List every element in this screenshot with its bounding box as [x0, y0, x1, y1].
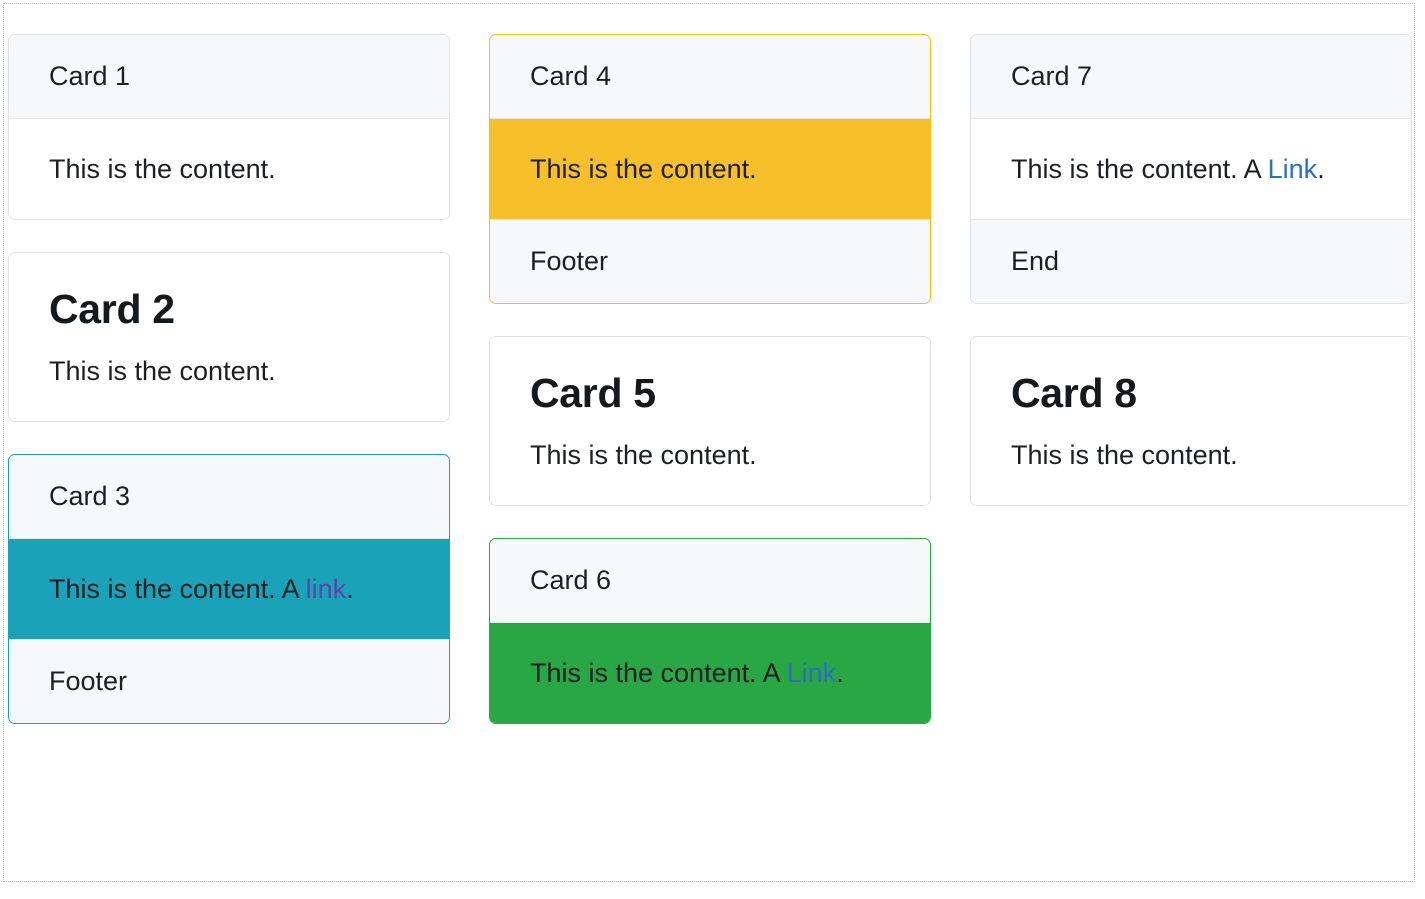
card-1-text: This is the content.	[49, 153, 409, 185]
card-7-footer: End	[971, 219, 1411, 304]
card-1-text-content: This is the content.	[49, 154, 276, 185]
card-6: Card 6 This is the content. A Link.	[489, 537, 931, 725]
card-8-text: This is the content.	[1011, 439, 1371, 471]
card-4-text: This is the content.	[530, 153, 890, 185]
card-5-title: Card 5	[530, 370, 656, 417]
card-4-body: This is the content.	[490, 119, 930, 220]
card-3-footer: Footer	[9, 639, 449, 724]
card-6-body: This is the content. A Link.	[490, 623, 930, 724]
card-5-text-content: This is the content.	[530, 439, 757, 470]
card-3-text: This is the content. A link.	[49, 573, 409, 605]
card-3-text-content: This is the content. A	[49, 573, 306, 604]
card-6-text-content: This is the content. A	[530, 658, 787, 689]
card-8-title: Card 8	[1011, 370, 1137, 417]
card-3-header: Card 3	[9, 454, 449, 539]
card-3-body: This is the content. A link.	[9, 538, 449, 640]
card-7-body: This is the content. A Link.	[971, 119, 1411, 220]
card-7: Card 7 This is the content. A Link. End	[970, 34, 1412, 305]
card-5: Card 5 This is the content.	[489, 336, 931, 506]
card-1: Card 1 This is the content.	[8, 34, 450, 221]
card-6-text: This is the content. A Link.	[530, 657, 890, 689]
card-5-body: Card 5 This is the content.	[490, 337, 930, 505]
card-2-body: Card 2 This is the content.	[9, 253, 449, 421]
card-7-link-trailing: .	[1317, 154, 1325, 185]
card-3-link[interactable]: link	[305, 573, 347, 604]
card-7-header: Card 7	[971, 35, 1411, 120]
card-7-text: This is the content. A Link.	[1011, 153, 1371, 185]
card-6-header: Card 6	[490, 538, 930, 624]
card-1-header: Card 1	[9, 35, 449, 120]
card-6-link-trailing: .	[836, 658, 844, 689]
card-8: Card 8 This is the content.	[970, 336, 1412, 506]
card-7-link[interactable]: Link	[1267, 154, 1318, 185]
card-1-body: This is the content.	[9, 119, 449, 220]
card-3-link-trailing: .	[346, 573, 354, 604]
page-canvas: Card 1 This is the content. Card 2 This is …	[3, 3, 1415, 882]
card-5-text: This is the content.	[530, 439, 890, 471]
card-4-text-content: This is the content.	[530, 154, 757, 185]
card-8-text-content: This is the content.	[1011, 439, 1238, 470]
card-grid: Card 1 This is the content. Card 2 This is …	[8, 34, 1412, 725]
card-2: Card 2 This is the content.	[8, 252, 450, 422]
card-2-text: This is the content.	[49, 355, 409, 387]
column-1: Card 1 This is the content. Card 2 This is …	[8, 34, 450, 725]
card-8-body: Card 8 This is the content.	[971, 337, 1411, 505]
card-4: Card 4 This is the content. Footer	[489, 34, 931, 305]
card-6-link[interactable]: Link	[786, 658, 837, 689]
card-4-header: Card 4	[490, 35, 930, 120]
card-7-text-content: This is the content. A	[1011, 154, 1268, 185]
card-2-text-content: This is the content.	[49, 355, 276, 386]
card-4-footer: Footer	[490, 219, 930, 304]
card-3: Card 3 This is the content. A link. Footer	[8, 453, 450, 725]
card-2-title: Card 2	[49, 286, 175, 333]
